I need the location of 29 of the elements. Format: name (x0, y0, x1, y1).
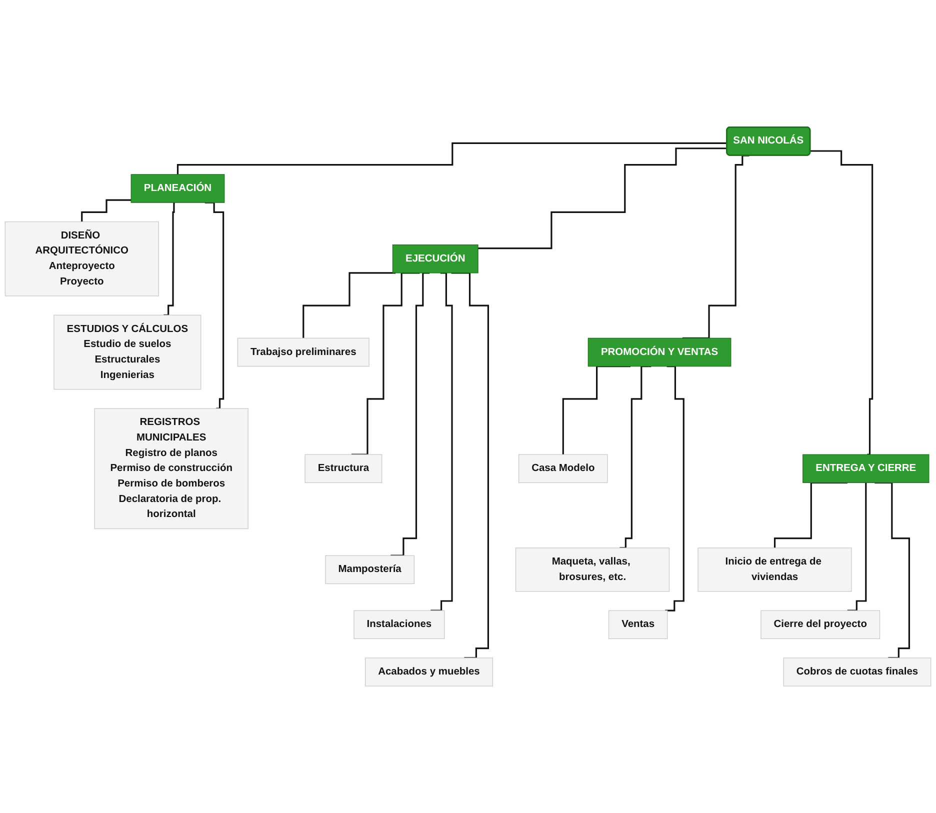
node-box (608, 610, 668, 639)
node-box (698, 548, 852, 592)
node-box (783, 658, 932, 686)
node-box (354, 610, 445, 639)
connector (665, 365, 684, 612)
node-box (304, 454, 382, 483)
node-box (94, 408, 248, 529)
node-box (515, 548, 670, 592)
node-box (54, 314, 202, 390)
connector (204, 202, 224, 410)
connector (164, 202, 176, 316)
node-box (130, 174, 225, 203)
node-box (392, 244, 478, 274)
connector (81, 199, 132, 222)
node-box (588, 338, 732, 367)
connector (562, 365, 630, 456)
connector (847, 482, 867, 612)
node-box (518, 454, 608, 483)
connector (810, 150, 874, 456)
connector (176, 142, 728, 176)
node-box (364, 658, 493, 686)
node-box (802, 454, 930, 483)
node-box (325, 555, 414, 584)
connector (430, 272, 453, 612)
connector (478, 147, 728, 250)
node-box (237, 338, 370, 367)
node-box (4, 221, 159, 296)
hierarchy-diagram: SAN NICOLÁS PLANEACIÓN EJECUCIÓN PROMOCIÓN Y VENTAS ENTREGA Y CIERRE DISEÑO ARQUITECTÓNICO Anteproyecto Proyecto ESTUDIOS Y CÁLCULOS Estudio de suelos Estructurales Ingenierias REGISTROS MUNICIPALES Registro de planos Permiso de construcción Permiso de bomberos Declaratoria de prop. horizontal Trabajso preliminares Estructura Mampostería Instalaciones Acabados y muebles Casa Modelo Maqueta, vallas, brosures, etc. Ventas Inicio de entrega de viviendas Cierre del proyecto Cobros de cuotas finales (0, 122, 936, 692)
node-box (760, 610, 880, 639)
